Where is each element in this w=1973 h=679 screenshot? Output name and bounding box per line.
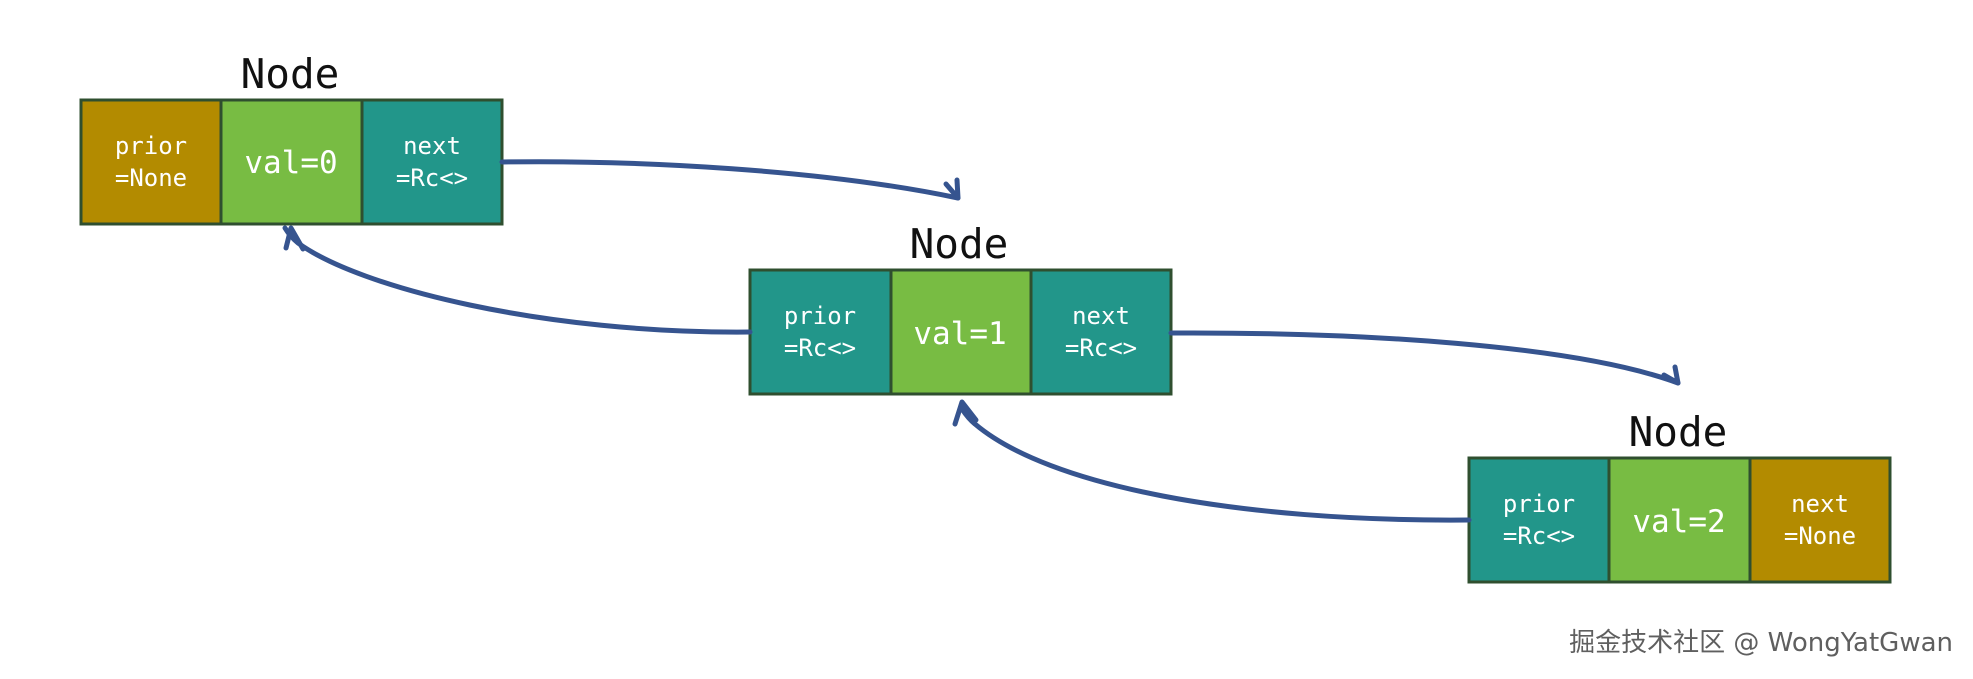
node-1-title: Node [910, 220, 1009, 268]
node-2-next-label: next [1791, 490, 1849, 518]
node-2-prior-value: =Rc<> [1503, 522, 1575, 550]
node-2-prior-arrow [959, 406, 1472, 523]
node-2-next-value: =None [1784, 522, 1856, 550]
node-0-value-cell [219, 98, 364, 226]
node-2: Node prior =Rc<> val=2 next =None [1467, 408, 1892, 584]
node-0-prior-value: =None [115, 164, 187, 192]
node-2-prior-label: prior [1503, 490, 1575, 518]
node-0-prior-cell [79, 98, 223, 226]
node-0-next-value: =Rc<> [396, 164, 468, 192]
node-2-next-cell [1748, 456, 1892, 584]
node-1-prior-arrow-head [283, 225, 306, 252]
node-1-next-arrow-head [1661, 364, 1681, 386]
node-1-next-cell [1029, 268, 1173, 396]
node-0-title: Node [241, 50, 340, 98]
node-2-title: Node [1629, 408, 1728, 456]
node-1-value-label: val=1 [913, 316, 1006, 352]
node-0-next-arrow-head [943, 177, 961, 201]
node-1-prior-label: prior [784, 302, 856, 330]
node-1-next-value: =Rc<> [1065, 334, 1137, 362]
node-1-next-label: next [1072, 302, 1130, 330]
node-1-prior-arrow [282, 225, 753, 335]
node-1-prior-value: =Rc<> [784, 334, 856, 362]
node-1: Node prior =Rc<> val=1 next =Rc<> [748, 220, 1173, 396]
node-0-value-label: val=0 [244, 145, 337, 181]
node-1-value-cell [889, 268, 1033, 396]
arrows [282, 159, 1681, 523]
node-0-next-label: next [403, 132, 461, 160]
node-0: Node prior =None val=0 next =Rc<> [79, 50, 504, 226]
node-0-prior-label: prior [115, 132, 187, 160]
node-2-prior-arrow-head [952, 399, 979, 427]
node-1-prior-cell [748, 268, 893, 396]
node-2-prior-cell [1467, 456, 1611, 584]
node-2-value-cell [1607, 456, 1752, 584]
node-1-next-arrow [1168, 330, 1681, 386]
node-0-next-arrow [499, 159, 961, 201]
watermark-text: 掘金技术社区 @ WongYatGwan [1569, 628, 1953, 658]
node-2-value-label: val=2 [1632, 504, 1725, 540]
node-0-next-cell [360, 98, 504, 226]
